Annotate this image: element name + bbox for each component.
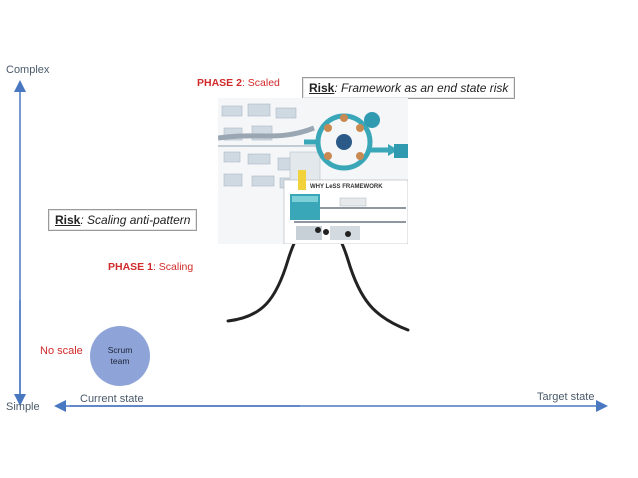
team-cycle-graphic [304,112,408,171]
phase-1-title: PHASE 1 [108,261,153,273]
phase-1-label: PHASE 1: Scaling [108,261,193,273]
framework-caption: WHY LeSS FRAMEWORK [310,184,383,190]
phase-2-title: PHASE 2 [197,77,242,89]
scrum-team-line-1: Scrum [107,345,133,355]
risk-antipattern-word: Risk [55,213,81,227]
x-axis-right-label: Target state [537,391,595,403]
risk-antipattern-text: : Scaling anti-pattern [80,213,191,227]
phase-1-desc: : Scaling [152,261,194,273]
y-axis-bottom-label: Simple [6,401,40,413]
risk-framework-box: Risk: Framework as an end state risk [302,77,516,99]
risk-framework-word: Risk [309,81,335,95]
scrum-team-line-2: team [110,356,130,366]
risk-framework-text: : Framework as an end state risk [334,81,509,95]
framework-collage-image: WHY LeSS FRAMEWORK [218,98,408,244]
phase-2-desc: : Scaled [241,77,280,89]
process-map-graphic [221,103,299,189]
x-axis-left-label: Current state [80,393,144,405]
scrum-team-circle: Scrum team [90,326,150,386]
phase-2-label: PHASE 2: Scaled [197,77,280,89]
no-scale-label: No scale [40,345,83,357]
y-axis-top-label: Complex [6,64,50,76]
risk-antipattern-box: Risk: Scaling anti-pattern [48,209,198,231]
less-framework-graphic: WHY LeSS FRAMEWORK [283,170,408,244]
